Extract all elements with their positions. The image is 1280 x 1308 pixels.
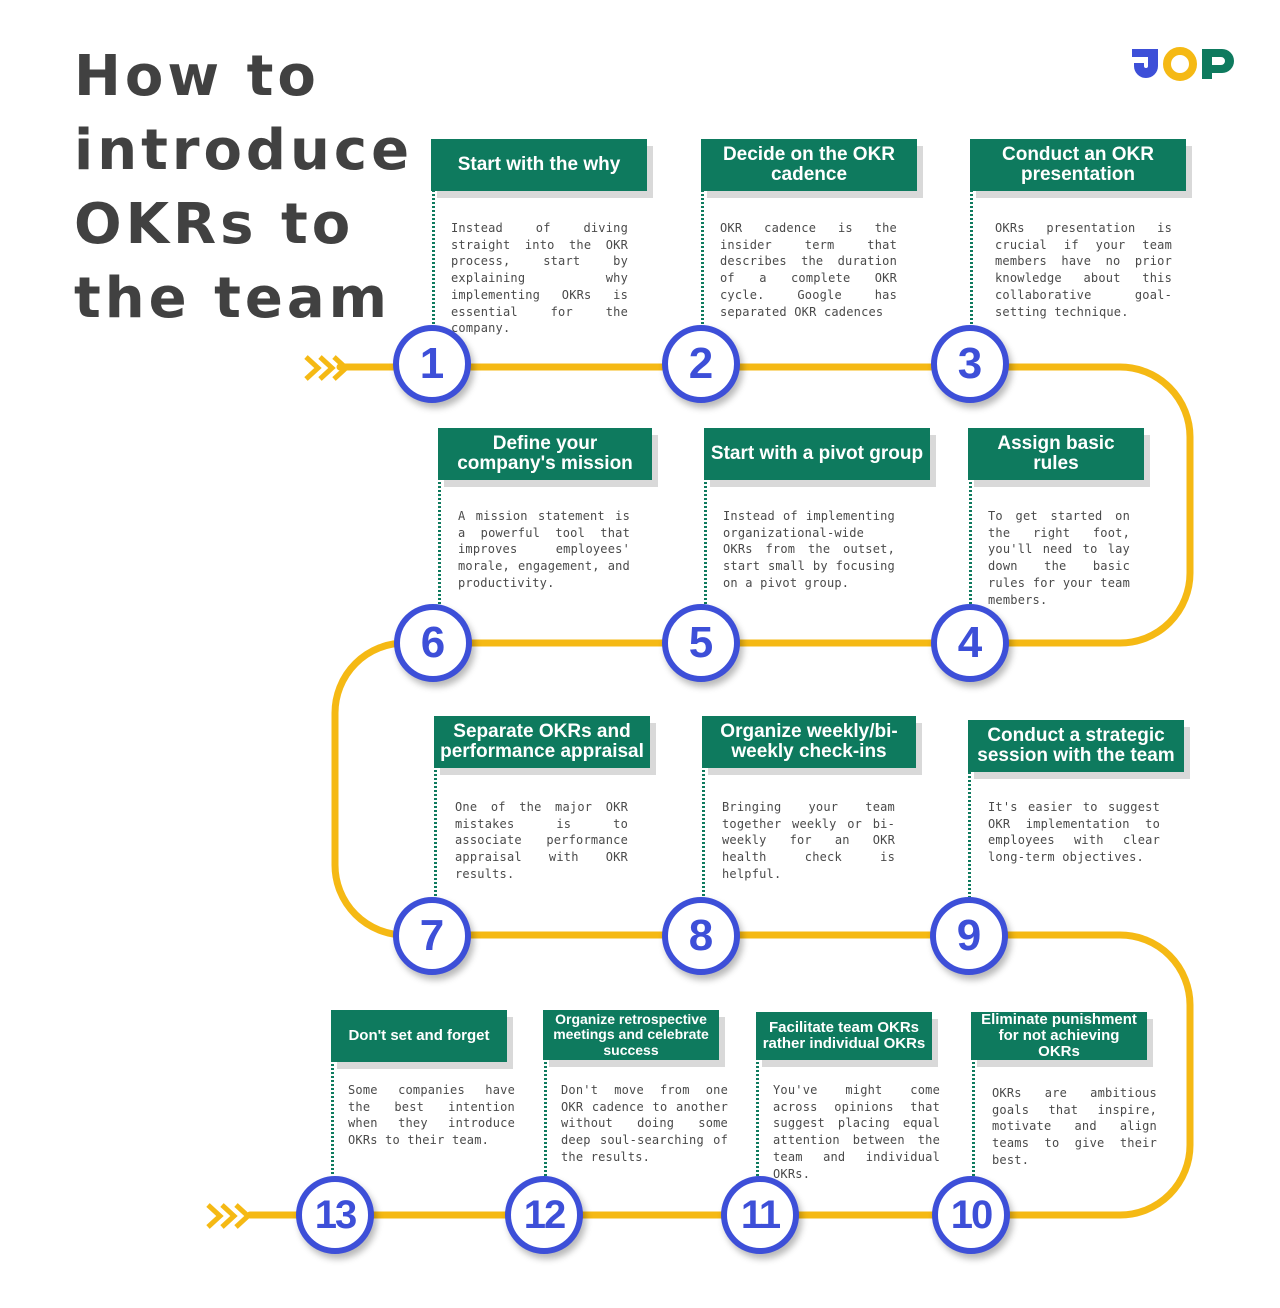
step-description: Instead of implementing organizational-w… <box>723 509 895 590</box>
step-number: 1 <box>393 325 471 403</box>
step-connector <box>544 1058 547 1176</box>
step-connector <box>702 766 705 900</box>
step-number: 11 <box>721 1176 799 1254</box>
step-description: OKRs presentation is crucial if your tea… <box>995 221 1172 319</box>
step-description: Some companies have the best intention w… <box>348 1083 515 1148</box>
step-title: Organize weekly/bi-weekly check-ins <box>702 716 916 768</box>
step-title: Separate OKRs and performance appraisal <box>434 716 650 768</box>
step-description: A mission statement is a powerful tool t… <box>458 509 630 590</box>
step-connector <box>701 190 704 328</box>
step-title: Eliminate punishment for not achieving O… <box>971 1012 1147 1060</box>
title-line-2: introduce <box>74 118 414 183</box>
step-number: 8 <box>662 897 740 975</box>
step-number: 3 <box>931 325 1009 403</box>
step-number: 9 <box>930 897 1008 975</box>
step-number: 4 <box>931 604 1009 682</box>
step-connector <box>972 1058 975 1176</box>
step-description: To get started on the right foot, you'll… <box>988 509 1130 607</box>
step-connector <box>970 190 973 328</box>
start-arrows-icon <box>304 355 350 381</box>
step-number: 2 <box>662 325 740 403</box>
step-connector <box>969 478 972 608</box>
step-number: 13 <box>296 1176 374 1254</box>
step-title: Conduct an OKR presentation <box>970 139 1186 191</box>
step-title: Assign basic rules <box>968 428 1144 480</box>
page-title: How to introduce OKRs to the team <box>74 40 414 336</box>
step-connector <box>432 190 435 328</box>
step-title: Facilitate team OKRs rather individual O… <box>756 1012 932 1060</box>
step-title: Start with a pivot group <box>704 428 930 480</box>
step-title: Start with the why <box>431 139 647 191</box>
title-line-1: How to <box>74 44 320 109</box>
step-description: You've might come across opinions that s… <box>773 1083 940 1181</box>
step-connector <box>704 478 707 608</box>
step-connector <box>331 1060 334 1176</box>
jop-logo <box>1132 47 1234 81</box>
step-title: Decide on the OKR cadence <box>701 139 917 191</box>
step-title: Define your company's mission <box>438 428 652 480</box>
step-title: Don't set and forget <box>331 1010 507 1062</box>
title-line-3: OKRs to <box>74 192 355 257</box>
step-description: One of the major OKR mistakes is to asso… <box>455 800 628 881</box>
step-description: Don't move from one OKR cadence to anoth… <box>561 1083 728 1164</box>
step-number: 10 <box>932 1176 1010 1254</box>
step-connector <box>438 478 441 608</box>
step-description: OKRs are ambitious goals that inspire, m… <box>992 1086 1157 1167</box>
step-connector <box>756 1058 759 1176</box>
step-number: 12 <box>505 1176 583 1254</box>
step-description: Bringing your team together weekly or bi… <box>722 800 895 881</box>
step-description: Instead of diving straight into the OKR … <box>451 221 628 336</box>
step-description: OKR cadence is the insider term that des… <box>720 221 897 319</box>
step-connector <box>968 768 971 900</box>
end-arrows-icon <box>206 1203 252 1229</box>
step-number: 6 <box>394 604 472 682</box>
step-title: Organize retrospective meetings and cele… <box>543 1010 719 1060</box>
step-number: 7 <box>393 897 471 975</box>
step-connector <box>434 766 437 900</box>
step-description: It's easier to suggest OKR implementatio… <box>988 800 1160 865</box>
step-number: 5 <box>662 604 740 682</box>
step-title: Conduct a strategic session with the tea… <box>968 720 1184 772</box>
title-line-4: the team <box>74 266 392 331</box>
